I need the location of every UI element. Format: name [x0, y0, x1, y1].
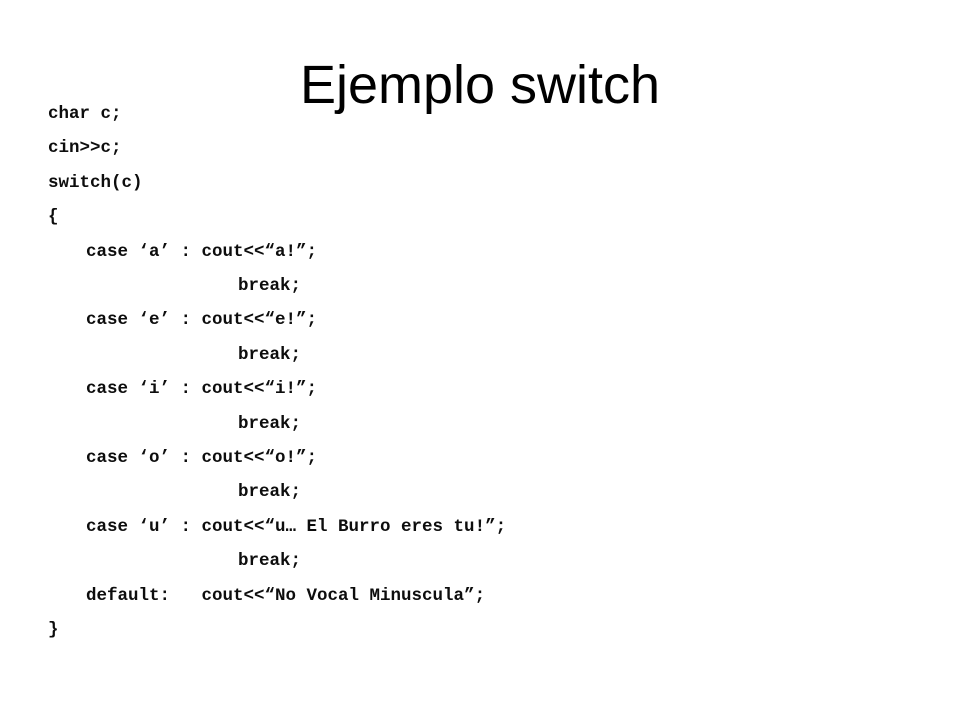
- code-line: case ‘a’ : cout<<“a!”;: [86, 241, 318, 262]
- code-line: break;: [238, 551, 302, 572]
- code-line: break;: [238, 482, 302, 503]
- code-line: {: [48, 207, 59, 228]
- code-line: case ‘i’ : cout<<“i!”;: [86, 379, 318, 400]
- page-title: Ejemplo switch: [299, 55, 661, 116]
- code-line: default: cout<<“No Vocal Minuscula”;: [86, 585, 486, 606]
- code-line: switch(c): [48, 172, 143, 193]
- code-block: char c; cin>>c; switch(c) { case ‘a’ : cout<…: [0, 97, 960, 648]
- code-line: case ‘o’ : cout<<“o!”;: [86, 448, 318, 469]
- code-line: }: [48, 620, 59, 641]
- code-line: case ‘e’ : cout<<“e!”;: [86, 310, 318, 331]
- code-line: break;: [238, 413, 302, 434]
- code-line: case ‘u’ : cout<<“u… El Burro eres tu!”;: [86, 516, 507, 537]
- code-line: char c;: [48, 104, 122, 124]
- code-line: break;: [238, 344, 302, 365]
- code-line: cin>>c;: [48, 138, 122, 159]
- code-line: break;: [238, 276, 302, 297]
